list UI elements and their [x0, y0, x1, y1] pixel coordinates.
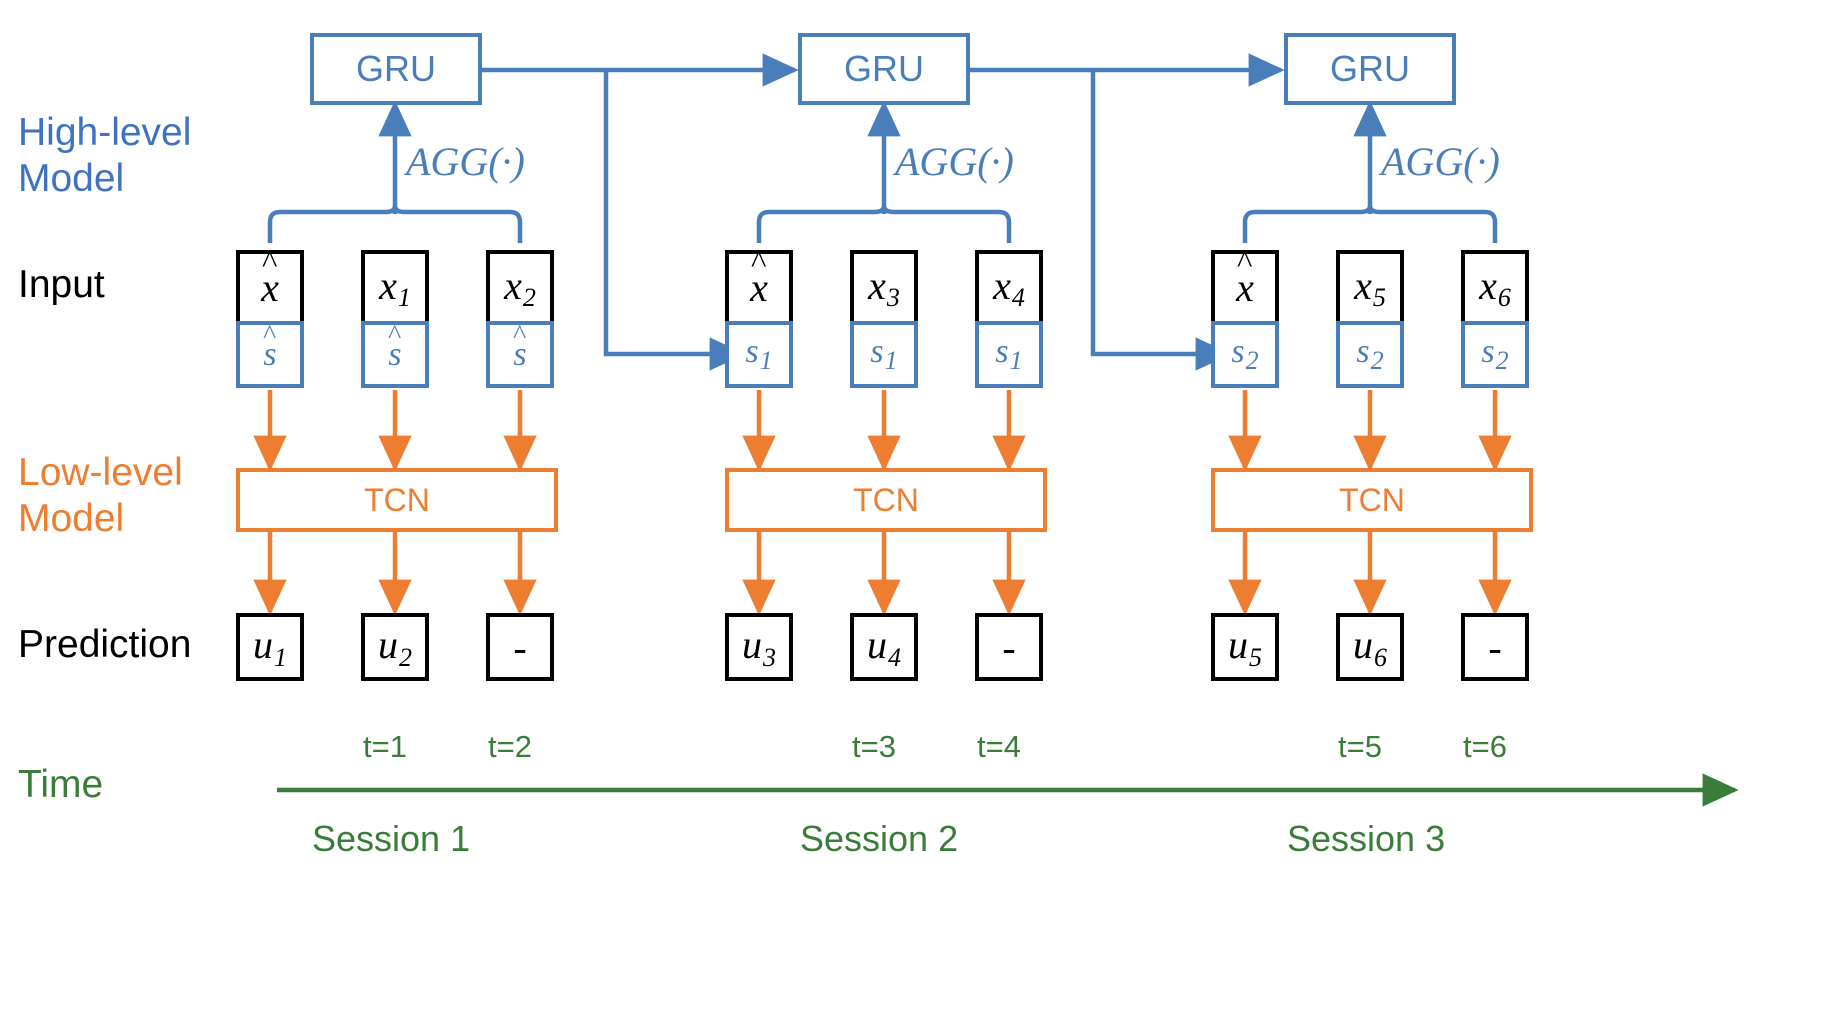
agg-label-session-3: AGG(·) — [1381, 139, 1500, 184]
row-label-input: Input — [18, 263, 105, 306]
prediction-box-3-3[interactable]: - — [1461, 613, 1529, 681]
time-tick-t2: t=2 — [488, 729, 532, 764]
gru-box-session-1[interactable]: GRU — [310, 33, 482, 105]
input-x-box-3-2[interactable]: x5 — [1336, 250, 1404, 321]
time-tick-t5: t=5 — [1338, 729, 1382, 764]
prediction-box-3-1[interactable]: u5 — [1211, 613, 1279, 681]
session-caption-2: Session 2 — [800, 818, 959, 859]
input-s-box-1-3[interactable]: ^s — [486, 321, 554, 388]
session-caption-1: Session 1 — [312, 818, 471, 859]
input-s-box-3-3[interactable]: s2 — [1461, 321, 1529, 388]
input-s-box-3-2[interactable]: s2 — [1336, 321, 1404, 388]
brace-2 — [756, 205, 1012, 243]
prediction-box-1-1[interactable]: u1 — [236, 613, 304, 681]
prediction-box-2-1[interactable]: u3 — [725, 613, 793, 681]
row-label-low-level: Low-level Model — [18, 451, 183, 540]
input-s-box-2-1[interactable]: s1 — [725, 321, 793, 388]
prediction-box-1-3[interactable]: - — [486, 613, 554, 681]
input-x-box-3-3[interactable]: x6 — [1461, 250, 1529, 321]
row-label-time: Time — [18, 763, 104, 806]
row-label-prediction: Prediction — [18, 623, 192, 666]
prediction-box-2-3[interactable]: - — [975, 613, 1043, 681]
agg-label-session-2: AGG(·) — [895, 139, 1014, 184]
input-x-box-2-1[interactable]: ^x — [725, 244, 793, 321]
input-s-box-2-2[interactable]: s1 — [850, 321, 918, 388]
input-x-box-1-1[interactable]: ^x — [236, 244, 304, 321]
prediction-box-1-2[interactable]: u2 — [361, 613, 429, 681]
x-hat-glyph: ^x — [750, 244, 768, 310]
brace-1 — [267, 205, 523, 243]
gru-box-session-3[interactable]: GRU — [1284, 33, 1456, 105]
x-hat-glyph: ^x — [1236, 244, 1254, 310]
input-x-box-1-3[interactable]: x2 — [486, 250, 554, 321]
time-tick-t3: t=3 — [852, 729, 896, 764]
input-x-box-1-2[interactable]: x1 — [361, 250, 429, 321]
session-caption-3: Session 3 — [1287, 818, 1446, 859]
input-x-box-2-2[interactable]: x3 — [850, 250, 918, 321]
gru-box-session-2[interactable]: GRU — [798, 33, 970, 105]
time-tick-t4: t=4 — [977, 729, 1021, 764]
input-s-box-1-1[interactable]: ^s — [236, 321, 304, 388]
s-hat-glyph: ^s — [388, 319, 402, 373]
s-hat-glyph: ^s — [263, 319, 277, 373]
input-x-box-3-1[interactable]: ^x — [1211, 244, 1279, 321]
time-tick-t1: t=1 — [363, 729, 407, 764]
gru1-to-s1-link — [603, 70, 746, 371]
x-hat-glyph: ^x — [261, 244, 279, 310]
input-s-box-1-2[interactable]: ^s — [361, 321, 429, 388]
input-s-box-2-3[interactable]: s1 — [975, 321, 1043, 388]
s-hat-glyph: ^s — [513, 319, 527, 373]
prediction-box-2-2[interactable]: u4 — [850, 613, 918, 681]
input-s-box-3-1[interactable]: s2 — [1211, 321, 1279, 388]
brace-3 — [1242, 205, 1498, 243]
time-tick-t6: t=6 — [1463, 729, 1507, 764]
tcn-box-session-2[interactable]: TCN — [725, 468, 1047, 532]
tcn-box-session-1[interactable]: TCN — [236, 468, 558, 532]
tcn-box-session-3[interactable]: TCN — [1211, 468, 1533, 532]
prediction-box-3-2[interactable]: u6 — [1336, 613, 1404, 681]
agg-label-session-1: AGG(·) — [406, 139, 525, 184]
row-label-high-level: High-level Model — [18, 111, 192, 200]
input-x-box-2-3[interactable]: x4 — [975, 250, 1043, 321]
gru2-to-s2-link — [1090, 70, 1232, 371]
